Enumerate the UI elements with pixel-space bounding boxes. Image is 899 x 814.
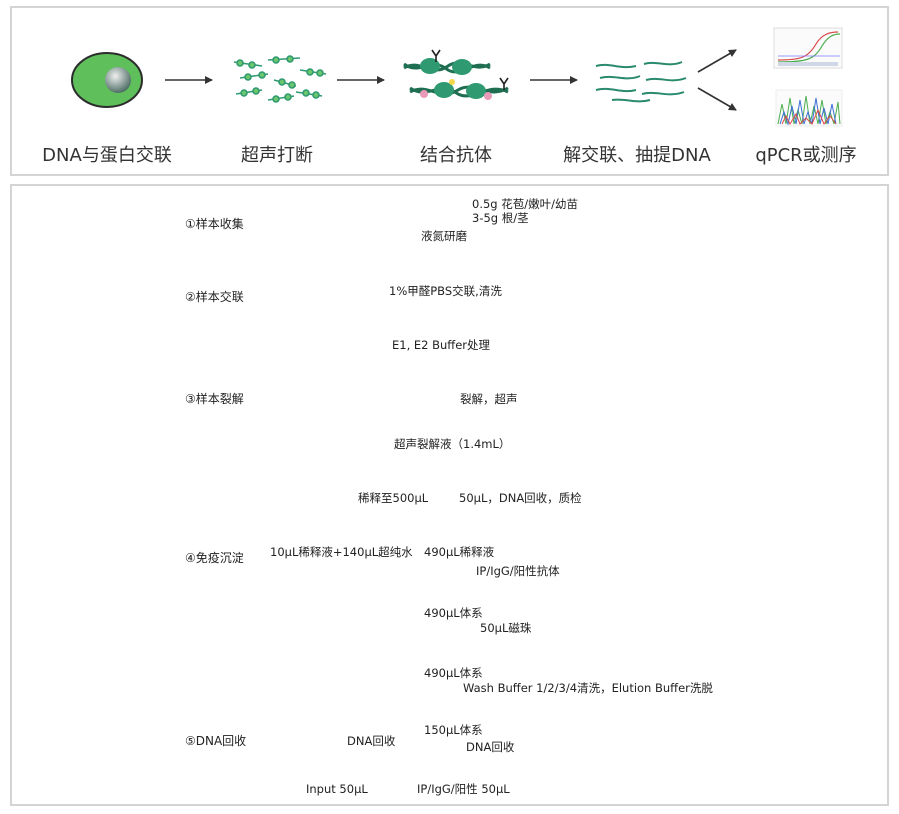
liquid-nitrogen-grind: 液氮研磨 (421, 229, 467, 243)
input-final-text: Input 50μL (306, 782, 368, 796)
dna-strands-icon (595, 61, 687, 103)
branch-arrows-icon (697, 49, 737, 111)
stage-label-extract-dna: 解交联、抽提DNA (563, 145, 711, 166)
dna-recover-right: DNA回收 (466, 740, 515, 754)
step-dna-recovery: ⑤DNA回收 (185, 734, 247, 748)
dna-recover-left: DNA回收 (347, 734, 396, 748)
lysate-text: 超声裂解液（1.4mL） (394, 437, 511, 451)
step-sample-lysis: ③样本裂解 (185, 392, 244, 406)
buffer-text: E1, E2 Buffer处理 (392, 338, 491, 352)
step-immunoprecipitation: ④免疫沉淀 (185, 551, 244, 565)
input-mix-text: 10μL稀释液+140μL超纯水 (270, 545, 413, 559)
stage-label-qpcr-seq: qPCR或测序 (755, 145, 857, 166)
antibody-text: IP/IgG/阳性抗体 (476, 564, 560, 578)
fragmented-chromatin-icon (233, 55, 327, 103)
stage-label-crosslink: DNA与蛋白交联 (42, 145, 172, 166)
crosslink-text: 1%甲醛PBS交联,清洗 (389, 284, 502, 298)
system-150: 150μL体系 (424, 723, 483, 737)
lyse-sonicate-text: 裂解，超声 (460, 392, 518, 406)
sample-amount-a: 0.5g 花苞/嫩叶/幼苗 (472, 197, 578, 211)
protocol-flow-panel (10, 184, 889, 806)
qc-text: 50μL，DNA回收，质检 (459, 491, 582, 505)
stage-label-antibody: 结合抗体 (420, 145, 492, 166)
ip-final-text: IP/IgG/阳性 50μL (417, 782, 510, 796)
system-490-b: 490μL体系 (424, 666, 483, 680)
dilute-text: 稀释至500μL (358, 491, 429, 505)
qpcr-sequencing-chart-icon (773, 27, 843, 127)
system-490-a: 490μL体系 (424, 606, 483, 620)
ip-dilute-text: 490μL稀释液 (424, 545, 495, 559)
wash-elution-text: Wash Buffer 1/2/3/4清洗，Elution Buffer洗脱 (463, 681, 713, 695)
step-sample-crosslink: ②样本交联 (185, 290, 244, 304)
beads-text: 50μL磁珠 (480, 621, 532, 635)
antibody-bound-chromatin-icon (403, 49, 509, 100)
cell-nucleus-icon (71, 52, 143, 108)
stage-label-sonication: 超声打断 (241, 145, 313, 166)
sample-amount-b: 3-5g 根/茎 (472, 211, 529, 225)
step-sample-collection: ①样本收集 (185, 217, 244, 231)
